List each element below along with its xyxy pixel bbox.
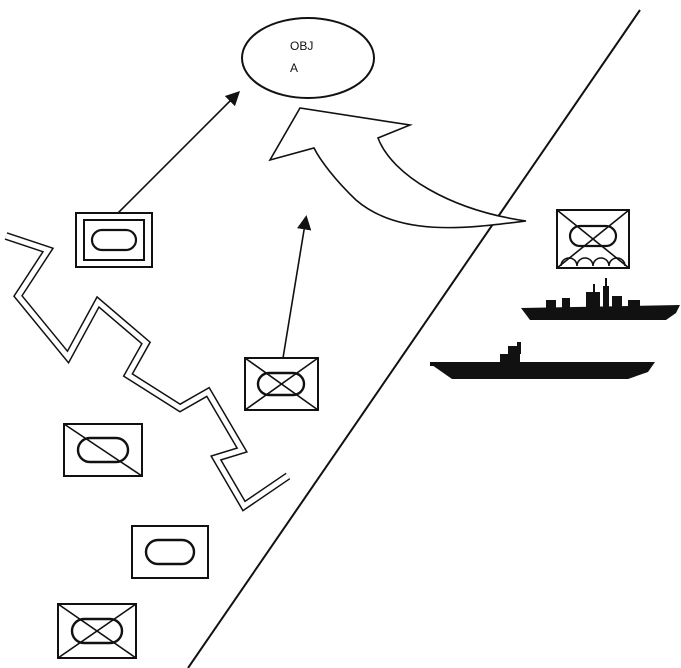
attack-arrow-center (282, 215, 312, 359)
amphibious-assault-arrow (268, 107, 527, 229)
armored-unit-icon (63, 423, 143, 477)
objective-label-line1: OBJ (290, 39, 313, 53)
objective-ellipse (241, 17, 375, 99)
coastline (187, 9, 641, 668)
objective-label-line2: A (290, 61, 298, 75)
armored-unit-icon (131, 525, 209, 579)
attack-arrow-left (117, 90, 241, 214)
aircraft-carrier-silhouette-icon (430, 342, 655, 379)
objective-a: OBJ A (241, 17, 375, 99)
armored-cavalry-unit-icon (75, 212, 153, 268)
mechanized-infantry-unit-icon (244, 357, 319, 411)
mechanized-infantry-unit-icon (57, 603, 137, 659)
warship-silhouette-icon (521, 278, 680, 320)
amphibious-mechanized-infantry-unit-icon (556, 209, 630, 269)
defensive-trench-line (4, 232, 291, 512)
